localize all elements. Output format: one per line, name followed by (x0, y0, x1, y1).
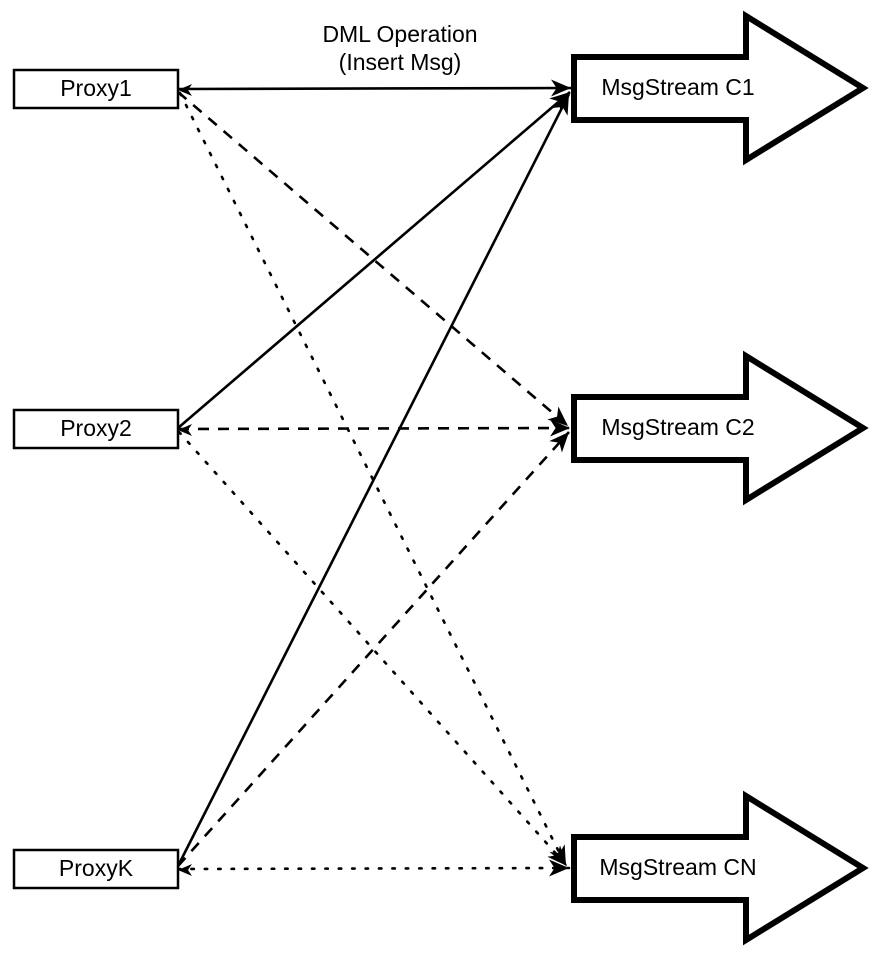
stream-cn-label: MsgStream CN (599, 854, 756, 880)
stream-c1-block-arrow-shape (571, 10, 869, 166)
edge-proxyk-c2-arrowhead (549, 432, 569, 453)
edge-proxy2-cn-arrowhead (547, 845, 567, 866)
proxy2-box (12, 408, 180, 450)
stream-cn-block-arrow-shape (571, 790, 869, 946)
dml-operation-label-line1: DML Operation (322, 21, 477, 47)
edge-proxy1-c1-arrowhead (550, 79, 571, 97)
proxy1-label: Proxy1 (60, 75, 132, 101)
edge-proxy2-c1 (177, 91, 571, 429)
edge-proxy1-c2-arrowhead (547, 406, 568, 426)
edge-proxyk-c2 (177, 431, 570, 867)
edge-proxyk-c1-arrowhead (552, 94, 569, 116)
edge-proxyk-cn (176, 866, 571, 871)
stream-node-stream-c1[interactable]: MsgStream C1 (571, 10, 869, 166)
streams-layer: MsgStream C1 MsgStream C2 MsgStream CN (571, 10, 869, 946)
proxy2-source-arrowhead (178, 424, 192, 436)
edge-proxyk-c1 (176, 93, 571, 867)
stream-c2-block-arrow-shape (571, 350, 869, 506)
edge-proxy2-cn (177, 430, 569, 868)
edge-proxy2-c1-arrowhead (549, 92, 570, 112)
proxy1-box (12, 68, 180, 110)
edge-proxyk-cn-arrowhead (548, 859, 569, 877)
stream-node-stream-c2[interactable]: MsgStream C2 (571, 350, 869, 506)
edge-proxy2-c2-arrowhead (549, 419, 570, 437)
edge-proxy1-c1 (177, 86, 572, 91)
proxy-node-proxy2[interactable]: Proxy2 (12, 408, 180, 450)
edge-proxy2-c2 (177, 426, 571, 431)
proxy-node-proxyk[interactable]: ProxyK (12, 848, 180, 890)
edges-layer (176, 86, 572, 871)
stream-c1-label: MsgStream C1 (601, 74, 754, 100)
proxy1-source-arrowhead (178, 84, 192, 96)
dml-operation-label-line2: (Insert Msg) (339, 49, 462, 75)
stream-c2-label: MsgStream C2 (601, 414, 754, 440)
proxyk-source-arrowhead (178, 864, 192, 876)
proxyk-box (12, 848, 180, 890)
arrowheads-layer (178, 79, 571, 877)
edge-proxy1-c2 (177, 91, 569, 427)
proxyk-label: ProxyK (59, 855, 134, 881)
proxy2-label: Proxy2 (60, 415, 132, 441)
proxy-node-proxy1[interactable]: Proxy1 (12, 68, 180, 110)
annotations-layer: DML Operation (Insert Msg) (322, 21, 477, 75)
stream-node-stream-cn[interactable]: MsgStream CN (571, 790, 869, 946)
